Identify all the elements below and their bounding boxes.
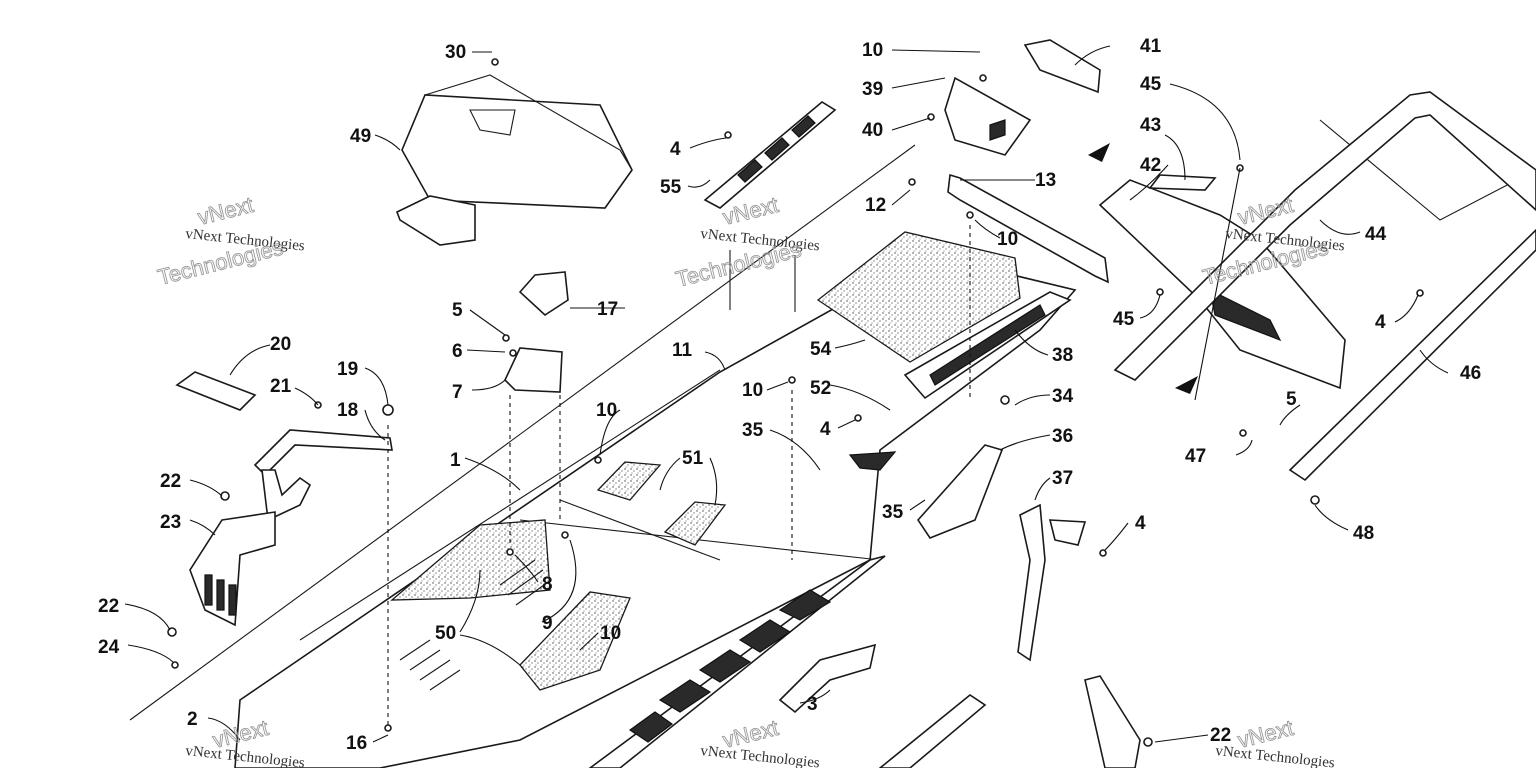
callout-43: 43 — [1140, 115, 1161, 136]
callout-2: 2 — [187, 709, 198, 730]
footrest-trim — [848, 291, 1072, 471]
callout-35: 35 — [742, 420, 764, 441]
callout-52: 52 — [810, 378, 831, 399]
callout-4c: 4 — [1135, 513, 1146, 534]
callout-51: 51 — [682, 448, 704, 469]
callout-48: 48 — [1353, 523, 1374, 544]
direction-arrow-bottom — [1175, 376, 1198, 394]
callout-22a: 22 — [160, 471, 181, 492]
callout-45b: 45 — [1113, 309, 1135, 330]
front-mat-left — [390, 519, 551, 601]
callout-35b: 35 — [882, 502, 904, 523]
callout-4d: 4 — [1375, 312, 1386, 333]
front-mat-right — [519, 591, 631, 691]
lower-right-bracket — [1084, 675, 1141, 768]
watermark-brand: vNext Technologies — [700, 743, 821, 768]
callout-10d: 10 — [596, 400, 617, 421]
center-mat-b — [663, 501, 727, 546]
watermark-big-top: vNext — [720, 715, 781, 753]
side-plate-36 — [916, 444, 1004, 539]
callout-10e: 10 — [600, 623, 621, 644]
callout-55: 55 — [660, 177, 682, 198]
callout-17: 17 — [597, 299, 618, 320]
lower-trim-bar — [878, 694, 987, 768]
callout-30: 30 — [445, 42, 466, 63]
bracket-7 — [504, 347, 563, 393]
deck-vent-slots — [399, 559, 552, 691]
callout-34: 34 — [1052, 386, 1074, 407]
direction-arrow-top — [1088, 143, 1110, 162]
callout-11: 11 — [672, 340, 693, 361]
callout-10b: 10 — [997, 229, 1018, 250]
strap-37 — [1017, 503, 1087, 662]
cover-plate-20 — [175, 371, 257, 411]
callout-4a: 4 — [670, 139, 681, 160]
callout-24: 24 — [98, 637, 120, 658]
callout-39: 39 — [862, 79, 883, 100]
callout-36: 36 — [1052, 426, 1073, 447]
rear-bumper — [1113, 91, 1536, 482]
center-mat-a — [596, 461, 662, 501]
callout-10c: 10 — [742, 380, 763, 401]
assembly-lines — [387, 225, 971, 728]
callout-18: 18 — [337, 400, 358, 421]
callout-12: 12 — [865, 195, 886, 216]
callout-13: 13 — [1035, 170, 1056, 191]
rear-mat — [816, 231, 1021, 363]
callout-47: 47 — [1185, 446, 1206, 467]
bracket-3 — [778, 643, 877, 714]
handle-55 — [703, 101, 837, 209]
callout-4b: 4 — [820, 419, 831, 440]
rear-bracket — [947, 173, 1109, 284]
callout-44: 44 — [1365, 224, 1387, 245]
taillight-housing — [944, 39, 1101, 156]
grab-handle-18 — [253, 429, 393, 522]
running-board — [588, 555, 886, 768]
callout-20: 20 — [270, 334, 291, 355]
callout-54: 54 — [810, 339, 832, 360]
callout-45: 45 — [1140, 74, 1162, 95]
callout-6: 6 — [452, 341, 463, 362]
callout-19: 19 — [337, 359, 358, 380]
callout-49: 49 — [350, 126, 371, 147]
callout-8: 8 — [542, 574, 553, 595]
callout-38: 38 — [1052, 345, 1073, 366]
guard-17 — [518, 271, 569, 317]
watermark-brand: vNext Technologies — [1215, 743, 1336, 768]
callout-1: 1 — [450, 450, 461, 471]
callout-labels: 30 49 10 39 40 41 45 43 42 44 45 4 46 4 … — [98, 36, 1481, 754]
callout-22c: 22 — [1210, 725, 1231, 746]
callout-9: 9 — [542, 613, 553, 634]
callout-10: 10 — [862, 40, 883, 61]
callout-5b: 5 — [1286, 389, 1297, 410]
callout-42: 42 — [1140, 155, 1161, 176]
callout-50: 50 — [435, 623, 456, 644]
watermark-big-top: vNext — [195, 192, 256, 230]
watermark-big-top: vNext — [1235, 715, 1296, 753]
leader-lines — [124, 45, 1449, 743]
callout-16: 16 — [346, 733, 367, 754]
callout-3: 3 — [807, 694, 818, 715]
callout-41: 41 — [1140, 36, 1162, 57]
callout-5a: 5 — [452, 300, 463, 321]
callout-40: 40 — [862, 120, 883, 141]
callout-46: 46 — [1460, 363, 1481, 384]
callout-7: 7 — [452, 382, 463, 403]
storage-bag — [395, 74, 633, 246]
callout-22b: 22 — [98, 596, 119, 617]
side-vent-23 — [189, 511, 276, 627]
callout-21: 21 — [270, 376, 292, 397]
callout-23: 23 — [160, 512, 181, 533]
callout-37: 37 — [1052, 468, 1073, 489]
